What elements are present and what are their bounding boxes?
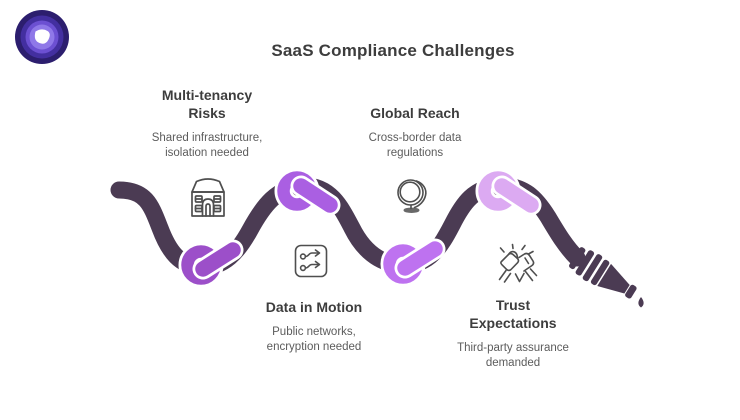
step-heading: Data in Motion bbox=[265, 299, 363, 315]
building-icon bbox=[191, 178, 225, 217]
hose-knot-2 bbox=[274, 168, 341, 216]
step-description: Public networks, encryption needed bbox=[266, 325, 362, 354]
brand-logo bbox=[15, 10, 69, 64]
step-heading: Global Reach bbox=[370, 105, 460, 121]
step-heading: Trust Expectations bbox=[469, 297, 557, 331]
globe-icon bbox=[397, 179, 427, 213]
step-label-data-in-motion: Data in Motion Public networks, encrypti… bbox=[239, 299, 389, 355]
water-drop-icon bbox=[638, 297, 644, 308]
step-description: Cross-border data regulations bbox=[368, 131, 462, 160]
hose-nozzle-icon bbox=[569, 247, 637, 299]
step-heading: Multi-tenancy Risks bbox=[161, 87, 253, 121]
step-description: Shared infrastructure, isolation needed bbox=[151, 131, 263, 159]
step-label-trust-expectations: Trust Expectations Third-party assurance… bbox=[442, 297, 584, 371]
fist-bump-icon bbox=[498, 243, 538, 283]
page-title: SaaS Compliance Challenges bbox=[271, 41, 515, 60]
hose-knot-3 bbox=[380, 238, 446, 287]
hose-knot-1 bbox=[178, 239, 244, 288]
data-flow-icon bbox=[294, 244, 328, 278]
step-description: Third-party assurance demanded bbox=[457, 341, 569, 369]
step-label-multi-tenancy: Multi-tenancy Risks Shared infrastructur… bbox=[132, 87, 282, 161]
hose-knot-4 bbox=[475, 168, 542, 216]
logo-mark-shape bbox=[34, 29, 50, 44]
step-label-global-reach: Global Reach Cross-border data regulatio… bbox=[340, 105, 490, 161]
